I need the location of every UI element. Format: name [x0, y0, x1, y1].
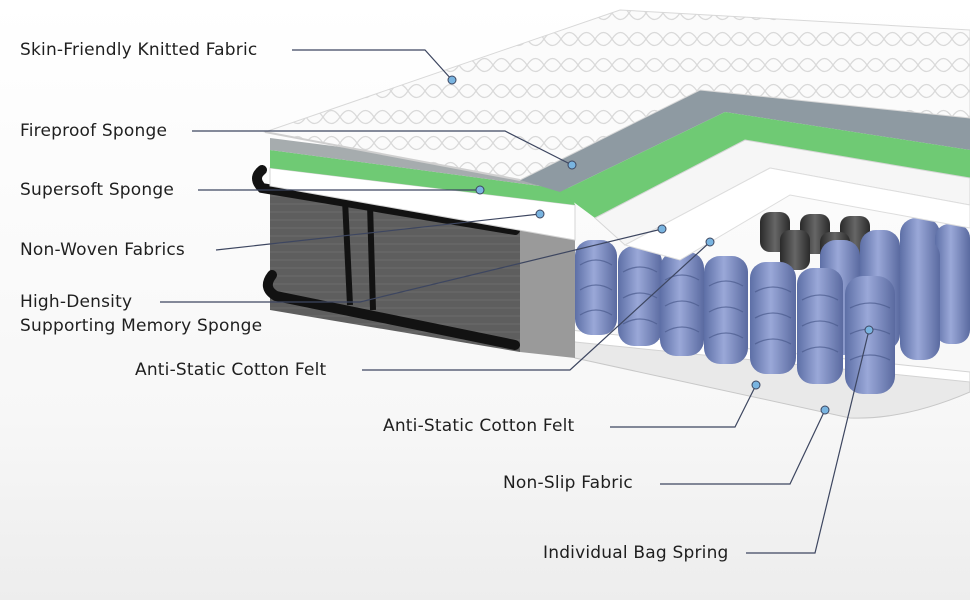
leader-felt-lower	[610, 384, 757, 428]
cut-face-felt	[520, 225, 575, 358]
dot-supersoft	[475, 185, 485, 195]
frame-rail-top	[252, 165, 520, 235]
dot-nonslip	[820, 405, 830, 415]
layer-grey	[270, 138, 570, 190]
label-fireproof-sponge: Fireproof Sponge	[20, 121, 168, 141]
leader-lines	[160, 49, 870, 554]
frame-strap-1	[342, 199, 353, 306]
dot-knit	[447, 75, 457, 85]
leader-memory	[160, 228, 663, 303]
leader-dots	[447, 75, 874, 415]
frame-strap-2	[367, 203, 376, 311]
step-memory-foam	[623, 167, 970, 261]
dot-felt-lower	[751, 380, 761, 390]
frame-rail-bottom	[262, 270, 520, 350]
label-supersoft-sponge: Supersoft Sponge	[20, 180, 175, 200]
label-cotton-felt-upper: Anti-Static Cotton Felt	[135, 360, 327, 380]
label-individual-bag-spring: Individual Bag Spring	[543, 543, 729, 563]
label-cotton-felt-lower: Anti-Static Cotton Felt	[383, 416, 575, 436]
leader-nonslip	[660, 409, 826, 485]
label-memory-sponge-line2: Supporting Memory Sponge	[20, 316, 263, 336]
dot-nonwoven	[535, 209, 545, 219]
label-knitted-fabric: Skin-Friendly Knitted Fabric	[20, 40, 258, 60]
step-grey-fireproof	[520, 90, 970, 192]
dot-felt-upper	[705, 237, 715, 247]
dot-fireproof	[567, 160, 577, 170]
dot-memory	[657, 224, 667, 234]
dot-spring	[864, 325, 874, 335]
leader-felt-upper	[362, 241, 711, 371]
label-non-woven-fabrics: Non-Woven Fabrics	[20, 240, 185, 260]
label-memory-sponge-line1: High-Density	[20, 292, 133, 312]
leader-spring	[746, 329, 870, 554]
spring-field	[575, 218, 970, 394]
layer-green	[270, 150, 575, 205]
leader-nonwoven	[215, 213, 541, 251]
leader-knit	[292, 49, 453, 81]
step-green-foam	[560, 112, 970, 218]
label-non-slip-fabric: Non-Slip Fabric	[503, 473, 633, 493]
leader-fireproof	[192, 130, 573, 166]
layer-felt-white	[269, 167, 576, 241]
